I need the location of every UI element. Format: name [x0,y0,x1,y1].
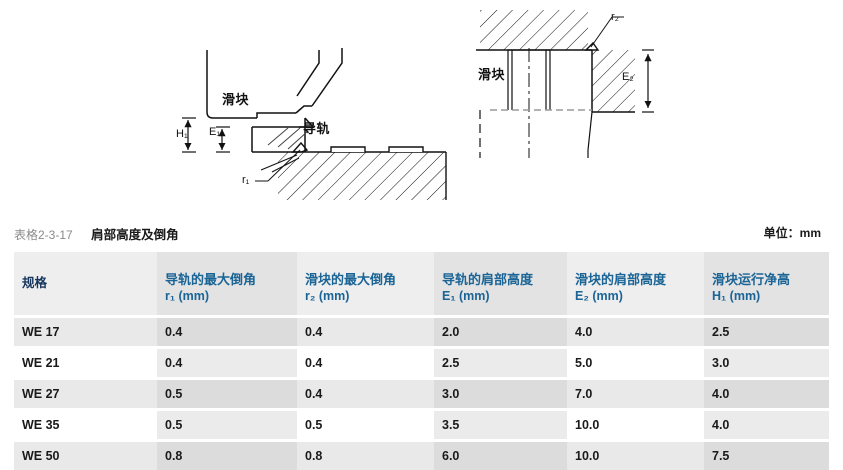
table-caption: 表格2-3-17 肩部高度及倒角 单位：mm [14,224,829,244]
dimension-label-h1: H₁ [176,128,188,140]
shoulder-height-table: 规格 导轨的最大倒角 r₁ (mm) 滑块的最大倒角 r₂ (mm) 导轨的肩部… [14,252,829,470]
cell-e2: 7.0 [567,380,704,408]
spec-table-wrapper: 规格 导轨的最大倒角 r₁ (mm) 滑块的最大倒角 r₂ (mm) 导轨的肩部… [14,252,829,470]
cell-e1: 3.5 [434,411,567,439]
table-row: WE 27 0.5 0.4 3.0 7.0 4.0 [14,380,829,408]
header-cell-1: 导轨的最大倒角 r₁ (mm) [157,252,297,315]
header-4-line1: 滑块的肩部高度 [575,272,667,287]
table-body: WE 17 0.4 0.4 2.0 4.0 2.5 WE 21 0.4 0.4 … [14,315,829,470]
cell-r1: 0.4 [157,318,297,346]
cell-h1: 2.5 [704,318,829,346]
cell-r2: 0.4 [297,349,434,377]
header-2-line2: r₂ (mm) [305,289,350,303]
chamfer-r2-detail [584,41,600,51]
cell-r2: 0.8 [297,442,434,470]
cell-h1: 4.0 [704,411,829,439]
base-block [252,146,447,200]
e2-dimension [642,49,654,113]
header-2-line1: 滑块的最大倒角 [305,272,397,287]
cell-r1: 0.4 [157,349,297,377]
r2-leader-line [590,16,624,48]
cell-e2: 4.0 [567,318,704,346]
header-3-line2: E₁ (mm) [442,289,490,303]
cell-r1: 0.5 [157,380,297,408]
header-cell-2: 滑块的最大倒角 r₂ (mm) [297,252,434,315]
row-spacer [14,346,829,349]
header-cell-5: 滑块运行净高 H₁ (mm) [704,252,829,315]
e1-dimension [216,126,230,153]
table-header-row: 规格 导轨的最大倒角 r₁ (mm) 滑块的最大倒角 r₂ (mm) 导轨的肩部… [14,252,829,315]
cell-e1: 3.0 [434,380,567,408]
dimension-label-e1: E₁ [209,126,221,138]
rail-hatch [267,127,309,150]
cell-r1: 0.8 [157,442,297,470]
slider-outline [479,110,593,158]
header-cell-0: 规格 [14,252,157,315]
dimension-label-r1: r₁ [242,174,250,186]
cell-e1: 2.0 [434,318,567,346]
cell-e2: 10.0 [567,411,704,439]
left-cross-section-figure [160,0,460,210]
cell-model: WE 35 [14,411,157,439]
cell-e1: 6.0 [434,442,567,470]
left-figure-slider-label: 滑块 [222,92,250,107]
r1-leader-line [255,149,301,182]
cell-r2: 0.4 [297,318,434,346]
cell-h1: 4.0 [704,380,829,408]
row-spacer [14,377,829,380]
header-cell-4: 滑块的肩部高度 E₂ (mm) [567,252,704,315]
cell-model: WE 27 [14,380,157,408]
cell-e2: 5.0 [567,349,704,377]
table-row: WE 21 0.4 0.4 2.5 5.0 3.0 [14,349,829,377]
header-3-line1: 导轨的肩部高度 [442,272,534,287]
row-spacer [14,439,829,442]
table-row: WE 35 0.5 0.5 3.5 10.0 4.0 [14,411,829,439]
cell-model: WE 21 [14,349,157,377]
dimension-label-r2: r₂ [611,11,619,23]
cell-e2: 10.0 [567,442,704,470]
cell-r2: 0.5 [297,411,434,439]
table-row: WE 17 0.4 0.4 2.0 4.0 2.5 [14,318,829,346]
right-hatched-wall [591,50,635,113]
left-figure-rail-label: 导轨 [303,121,331,136]
cell-h1: 7.5 [704,442,829,470]
h1-dimension [182,117,196,153]
cell-h1: 3.0 [704,349,829,377]
row-spacer [14,408,829,411]
header-cell-3: 导轨的肩部高度 E₁ (mm) [434,252,567,315]
header-0-line2: 规格 [22,275,48,290]
table-unit-note: 单位：mm [763,226,821,240]
table-number: 表格2-3-17 [14,228,73,242]
top-hatched-band [476,10,592,51]
header-5-line2: H₁ (mm) [712,289,761,303]
table-row: WE 50 0.8 0.8 6.0 10.0 7.5 [14,442,829,470]
slider-body [206,48,343,119]
row-spacer [14,315,829,318]
right-figure-slider-label: 滑块 [478,67,506,82]
table-head: 规格 导轨的最大倒角 r₁ (mm) 滑块的最大倒角 r₂ (mm) 导轨的肩部… [14,252,829,315]
cell-model: WE 17 [14,318,157,346]
dimension-label-e2: E₂ [622,71,634,83]
header-5-line1: 滑块运行净高 [712,272,791,287]
right-mounting-figure [460,0,690,160]
figure-area: 滑块 导轨 滑块 H₁ E₁ r₁ r₂ E₂ [0,0,843,212]
cell-model: WE 50 [14,442,157,470]
cell-r1: 0.5 [157,411,297,439]
table-title: 肩部高度及倒角 [91,228,179,242]
header-1-line2: r₁ (mm) [165,289,210,303]
header-1-line1: 导轨的最大倒角 [165,272,257,287]
cell-r2: 0.4 [297,380,434,408]
header-4-line2: E₂ (mm) [575,289,623,303]
cell-e1: 2.5 [434,349,567,377]
rail-profile [251,117,314,152]
